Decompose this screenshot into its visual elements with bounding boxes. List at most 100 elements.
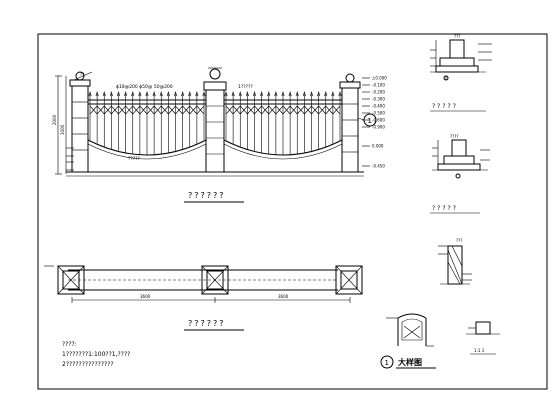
fence-bar-spear [152, 90, 156, 97]
detail-b-top-label: ???? [450, 134, 459, 139]
fence-bar-spear [95, 90, 99, 97]
fence-cross [96, 105, 105, 115]
note-center: 1????? [238, 84, 253, 90]
fence-cross [268, 105, 277, 115]
detail-a-title: ????? [432, 103, 458, 110]
level-label: -0.600 [372, 118, 385, 123]
note-mid: ????? [128, 156, 141, 162]
level-label: -0.450 [372, 164, 385, 169]
fence-cross [196, 105, 205, 115]
fence-cross [182, 105, 190, 115]
leader-left-label: ?? [80, 72, 84, 77]
level-label: ±0.000 [372, 76, 387, 81]
fence-cross [89, 105, 98, 115]
fence-bar-spear [174, 90, 177, 97]
fence-bar-spear [188, 90, 192, 97]
fence-bar-spear [231, 90, 235, 97]
notes-line-2: 2??????????????? [62, 361, 114, 368]
fence-bars-right [224, 90, 342, 155]
level-label: 0.000 [372, 144, 384, 149]
fence-bar-spear [317, 90, 321, 97]
fence-bar-spear [274, 90, 278, 97]
detail-b-title: ????? [432, 205, 458, 212]
fence-bar-spear [117, 90, 120, 97]
large-detail-number: 1 [385, 359, 389, 367]
fence-cross [153, 105, 162, 115]
plan-dimension-right: 3600 [278, 294, 289, 299]
fence-cross [118, 105, 126, 115]
fence-cross [146, 105, 155, 115]
fence-cross [261, 105, 269, 115]
fence-bar-spear [138, 90, 142, 97]
detail-callout-number: 1 [368, 117, 372, 125]
level-marks-right: ±0.000 -0.100 -0.200 -0.300 -0.400 -0.500 -0.6… [362, 76, 387, 169]
fence-cross [104, 105, 112, 115]
plan-pier-right [335, 265, 363, 295]
fence-cross [254, 105, 262, 115]
fence-bar-spear [124, 90, 128, 97]
notes-heading: ????: [62, 341, 77, 348]
fence-cross [161, 105, 169, 115]
level-label: -0.100 [372, 83, 385, 88]
general-notes: ????: 1???????1:100??1,???? 2???????????… [62, 341, 130, 368]
fence-bar-spear [310, 90, 313, 97]
detail-a: ??? ????? [430, 34, 492, 112]
fence-cross [168, 105, 176, 115]
level-label: -0.200 [372, 90, 385, 95]
fence-bar-spear [109, 90, 113, 97]
dimension-height-label: 2000 [52, 114, 57, 125]
dimension-lower-label: 1000 [60, 124, 65, 135]
fence-bar-spear [267, 90, 271, 97]
fence-cross [111, 105, 119, 115]
fence-bar-spear [131, 90, 135, 97]
large-detail-bubble [380, 355, 394, 369]
level-label: -0.300 [372, 97, 385, 102]
fence-cross [297, 105, 305, 115]
fence-cross [225, 105, 234, 115]
fence-cross [304, 105, 312, 115]
pillar-left [69, 71, 91, 173]
fence-bar-spear [253, 90, 256, 97]
fence-cross [175, 105, 183, 115]
fence-cross [332, 105, 341, 115]
level-label: -0.900 [372, 125, 385, 130]
fence-bar-spear [88, 90, 92, 97]
fence-bars-left [88, 90, 206, 155]
fence-cross [325, 105, 334, 115]
fence-bar-spear [281, 90, 285, 97]
fence-bar-spear [166, 90, 170, 97]
fence-cross [318, 105, 326, 115]
level-label: -0.500 [372, 111, 385, 116]
fence-cross [132, 105, 141, 115]
fence-cross [125, 105, 133, 115]
drawing-frame [37, 33, 548, 390]
large-detail-title: 大样图 [398, 357, 422, 367]
plan-view: 3600 3600 ?????? [44, 265, 363, 331]
fence-bar-spear [338, 90, 342, 97]
fence-cross [311, 105, 319, 115]
fence-cross [247, 105, 255, 115]
detail-b: ???? ????? [430, 134, 490, 214]
pillar-center [203, 67, 227, 173]
fence-bar-spear [102, 90, 106, 97]
fence-bar-spear [245, 90, 249, 97]
fence-bar-spear [331, 90, 335, 97]
elevation-view: 2000 1000 ?? [52, 67, 387, 203]
fence-bar-spear [202, 90, 206, 97]
fence-cross [282, 105, 291, 115]
elevation-title: ?????? [188, 191, 225, 200]
fence-bar-spear [181, 90, 185, 97]
fence-bar-spear [295, 90, 299, 97]
pillar-right [339, 73, 361, 173]
fence-cross [240, 105, 248, 115]
fence-cross [275, 105, 284, 115]
fence-bar-spear [288, 90, 292, 97]
large-detail: 1 大样图 [380, 313, 436, 369]
small-section: 1:1 1 [466, 321, 500, 355]
plan-pier-center [201, 265, 229, 295]
fence-bar-spear [195, 90, 199, 97]
fence-cross [189, 105, 198, 115]
level-label: -0.400 [372, 104, 385, 109]
notes-line-1: 1???????1:100??1,???? [62, 351, 130, 358]
